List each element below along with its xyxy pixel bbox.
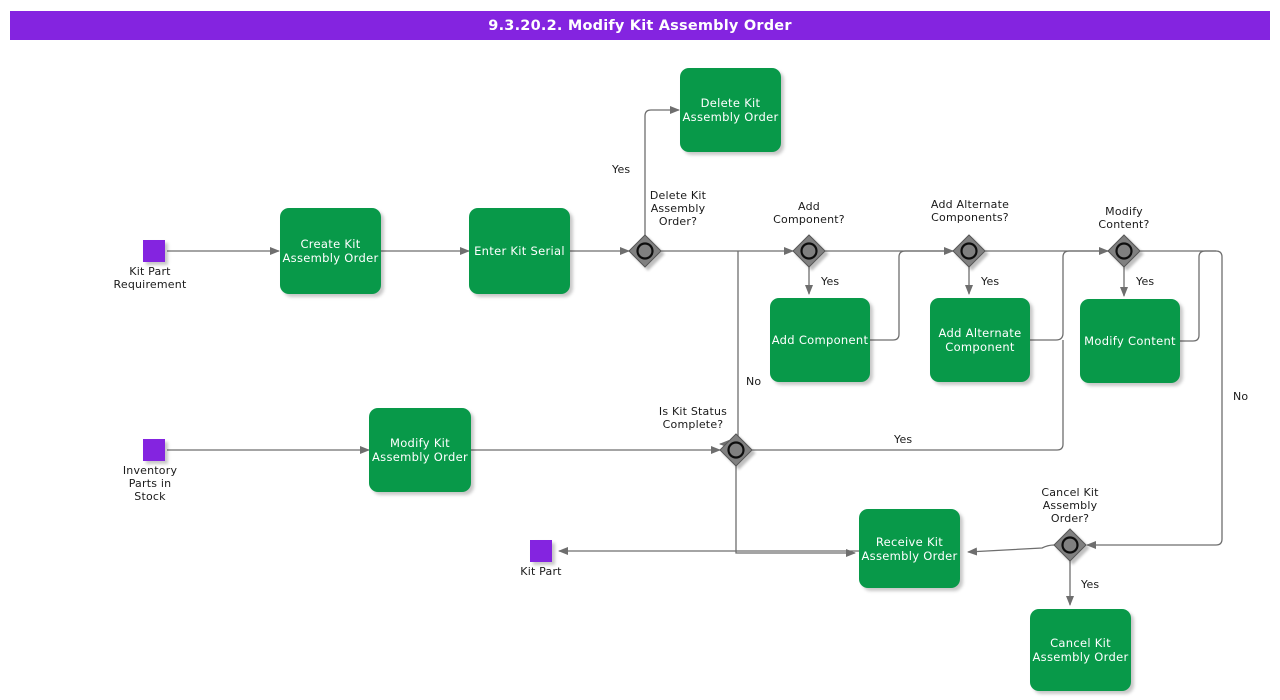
- task-cancel-kit-assembly-order-label: Cancel Kit Assembly Order: [1032, 636, 1129, 664]
- gateway-modify-content-q[interactable]: [1106, 233, 1142, 269]
- edge-statusq-yes: [752, 340, 1064, 451]
- task-modify-kit-assembly-order[interactable]: Modify Kit Assembly Order: [369, 408, 471, 492]
- edge-label-no-delete: No: [746, 375, 762, 388]
- task-delete-kit-assembly-order-label: Delete Kit Assembly Order: [682, 96, 779, 124]
- gateway-add-component-q[interactable]: [791, 233, 827, 269]
- task-receive-kit-assembly-order[interactable]: Receive Kit Assembly Order: [859, 509, 960, 588]
- task-enter-kit-serial-label: Enter Kit Serial: [474, 244, 565, 258]
- edge-label-yes-kit-status: Yes: [894, 433, 913, 446]
- edge-statusq-down: [735, 466, 856, 557]
- edge-cancelq-to-receive: [967, 544, 1055, 556]
- data-object-kit-part-requirement-label: Kit Part Requirement: [113, 265, 187, 291]
- task-enter-kit-serial[interactable]: Enter Kit Serial: [469, 208, 570, 294]
- data-object-kit-part-label: Kit Part: [520, 565, 562, 578]
- task-create-kit-assembly-order[interactable]: Create Kit Assembly Order: [280, 208, 381, 294]
- gateway-add-alternate-components-q-label: Add Alternate Components?: [930, 198, 1010, 224]
- task-modify-content[interactable]: Modify Content: [1080, 299, 1180, 383]
- gateway-is-kit-status-complete-q-label: Is Kit Status Complete?: [658, 405, 728, 431]
- gateway-modify-content-q-label: Modify Content?: [1098, 205, 1150, 231]
- gateway-is-kit-status-complete-q[interactable]: [718, 432, 754, 468]
- edge-label-no-modify-content: No: [1233, 390, 1249, 403]
- data-object-kit-part-requirement[interactable]: [143, 240, 165, 262]
- page-title-bar: 9.3.20.2. Modify Kit Assembly Order: [10, 11, 1270, 40]
- task-add-component-label: Add Component: [771, 333, 869, 347]
- edge-label-yes-modify-content: Yes: [1136, 275, 1155, 288]
- edge-label-yes-add-alternate: Yes: [981, 275, 1000, 288]
- gateway-delete-kit-assembly-order-q[interactable]: [627, 233, 663, 269]
- gateway-add-component-q-label: Add Component?: [773, 200, 845, 226]
- task-add-component[interactable]: Add Component: [770, 298, 870, 382]
- task-modify-content-label: Modify Content: [1084, 334, 1176, 348]
- data-object-inventory-parts-in-stock[interactable]: [143, 439, 165, 461]
- task-delete-kit-assembly-order[interactable]: Delete Kit Assembly Order: [680, 68, 781, 152]
- data-object-kit-part[interactable]: [530, 540, 552, 562]
- task-modify-kit-assembly-order-label: Modify Kit Assembly Order: [372, 436, 468, 464]
- edge-modifyq-no: [1086, 250, 1223, 549]
- edge-label-yes-add-component: Yes: [821, 275, 840, 288]
- task-receive-kit-assembly-order-label: Receive Kit Assembly Order: [861, 534, 958, 563]
- task-cancel-kit-assembly-order[interactable]: Cancel Kit Assembly Order: [1030, 609, 1131, 691]
- edge-label-yes-cancel: Yes: [1081, 578, 1100, 591]
- task-create-kit-assembly-order-label: Create Kit Assembly Order: [282, 237, 379, 265]
- data-object-inventory-parts-in-stock-label: Inventory Parts in Stock: [122, 464, 178, 503]
- gateway-cancel-kit-assembly-order-q-label: Cancel Kit Assembly Order?: [1041, 486, 1099, 525]
- task-add-alternate-component-label: Add Alternate Component: [938, 326, 1022, 354]
- task-add-alternate-component[interactable]: Add Alternate Component: [930, 298, 1030, 382]
- gateway-cancel-kit-assembly-order-q[interactable]: [1052, 527, 1088, 563]
- gateway-delete-kit-assembly-order-q-label: Delete Kit Assembly Order?: [649, 189, 707, 228]
- edge-deleteq-yes: [644, 106, 680, 235]
- edge-label-yes-delete: Yes: [612, 163, 631, 176]
- page-title: 9.3.20.2. Modify Kit Assembly Order: [488, 17, 792, 34]
- gateway-add-alternate-components-q[interactable]: [951, 233, 987, 269]
